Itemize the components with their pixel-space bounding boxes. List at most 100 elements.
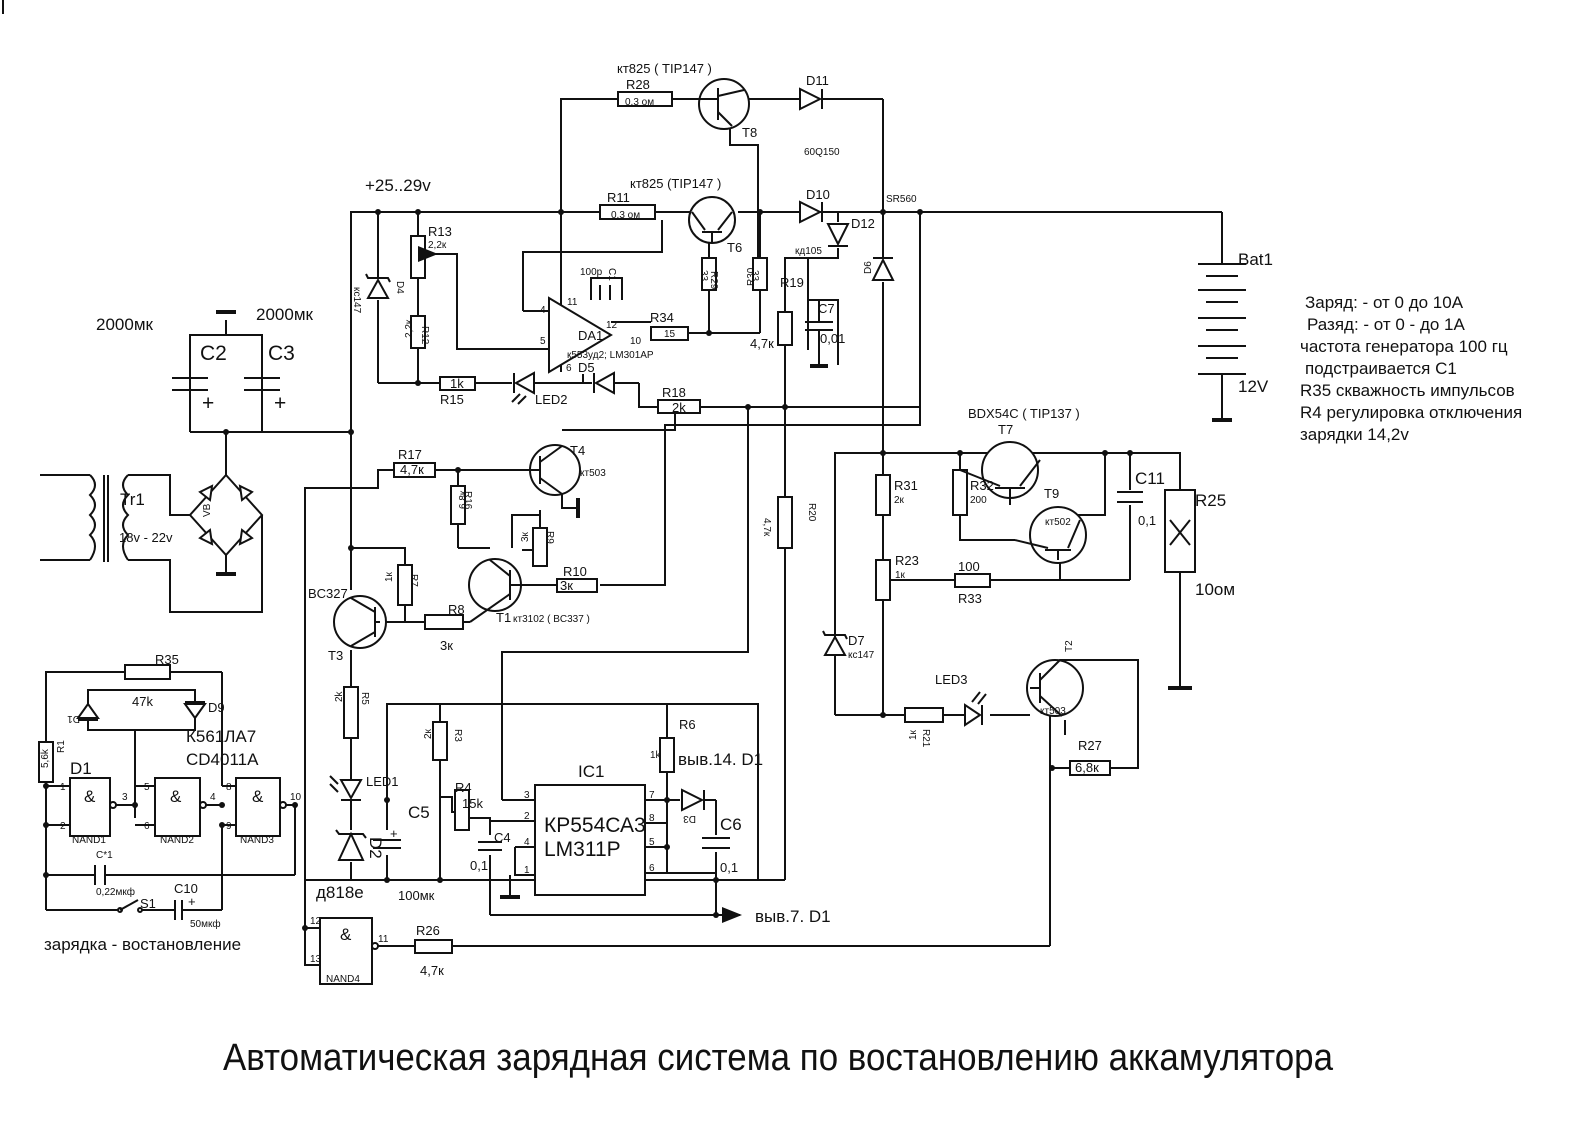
pin4: 4 bbox=[540, 305, 546, 316]
r6-label: R6 bbox=[679, 717, 696, 732]
c10-label: C10 bbox=[174, 881, 198, 896]
r15-resistor bbox=[439, 376, 476, 391]
r6-value: 1k bbox=[650, 750, 662, 761]
d1d-label: D1 bbox=[67, 713, 80, 724]
pin7-label: выв.7. D1 bbox=[755, 907, 831, 926]
bat-voltage: 12V bbox=[1238, 377, 1269, 396]
r35-resistor bbox=[124, 664, 171, 680]
r8-value: 3к bbox=[440, 638, 453, 653]
r27-resistor bbox=[1069, 760, 1111, 776]
gate-pin8: 8 bbox=[226, 782, 232, 793]
nand1-gate bbox=[69, 777, 111, 837]
s1-switch bbox=[117, 899, 143, 913]
c10-capacitor bbox=[174, 900, 183, 920]
r29-label: R29 bbox=[708, 271, 719, 290]
junction-dots bbox=[43, 209, 1133, 931]
d6-diode bbox=[871, 257, 895, 281]
d5-label: D5 bbox=[578, 360, 595, 375]
c4-capacitor bbox=[478, 841, 502, 851]
r16-value: 6,8к bbox=[458, 490, 469, 509]
nand1-amp: & bbox=[84, 787, 96, 806]
pin12: 12 bbox=[606, 320, 618, 331]
r27-label: R27 bbox=[1078, 738, 1102, 753]
t7-label: T7 bbox=[998, 422, 1013, 437]
r18-label: R18 bbox=[662, 385, 686, 400]
note-line-5: R35 скважность импульсов bbox=[1300, 381, 1515, 400]
transformer-tr1 bbox=[40, 474, 130, 562]
pin6: 6 bbox=[566, 363, 572, 374]
r34-value: 15 bbox=[664, 329, 676, 340]
nand4-amp: & bbox=[340, 925, 352, 944]
r23-value: 1к bbox=[895, 570, 906, 581]
nand3-bubble bbox=[279, 801, 287, 809]
r13-resistor bbox=[410, 235, 426, 279]
r31-resistor bbox=[875, 474, 891, 516]
r25-value: 10ом bbox=[1195, 580, 1235, 599]
r3-label: R3 bbox=[452, 729, 463, 742]
r4-label: R4 bbox=[455, 780, 472, 795]
r13-value: 2,2к bbox=[428, 240, 447, 251]
r30-resistor bbox=[752, 257, 768, 291]
r12-resistor bbox=[410, 315, 426, 349]
c5-value: 100мк bbox=[398, 888, 435, 903]
gate-pin11: 11 bbox=[378, 934, 389, 945]
d9-diode bbox=[183, 701, 207, 720]
t8-transistor bbox=[698, 78, 750, 130]
r7-resistor bbox=[397, 564, 413, 606]
chip-label-2: CD4011A bbox=[186, 750, 259, 769]
t4-label: T4 bbox=[570, 443, 585, 458]
r12-value: 2,2к bbox=[404, 319, 415, 338]
r23-label: R23 bbox=[895, 553, 919, 568]
c7-capacitor bbox=[805, 300, 833, 350]
d1-label: D1 bbox=[70, 759, 92, 778]
r18-value: 2k bbox=[672, 400, 686, 415]
c2-plus: + bbox=[202, 392, 214, 415]
r17-value: 4,7к bbox=[400, 462, 424, 477]
d10-type: SR560 bbox=[886, 194, 917, 205]
r15-value: 1k bbox=[450, 376, 464, 391]
d3-label: D3 bbox=[683, 813, 696, 824]
t9-transistor bbox=[1014, 506, 1087, 564]
r20-value: 4,7к bbox=[761, 518, 772, 537]
d7-label: D7 bbox=[848, 633, 865, 648]
r32-value: 200 bbox=[970, 495, 987, 506]
c5-capacitor bbox=[373, 839, 401, 849]
r4-resistor bbox=[454, 789, 470, 831]
r15-label: R15 bbox=[440, 392, 464, 407]
d6-label: D6 bbox=[863, 261, 874, 274]
vb-label: VB bbox=[202, 503, 213, 517]
ic1-label: IC1 bbox=[578, 762, 604, 781]
r29-value: 33 bbox=[698, 270, 709, 282]
r6-resistor bbox=[659, 737, 675, 773]
r1-resistor bbox=[38, 741, 54, 783]
d7-zener bbox=[822, 453, 848, 656]
d10-diode bbox=[799, 200, 834, 224]
c4-value: 0,1 bbox=[470, 858, 488, 873]
note-line-2: Разяд: - от 0 - до 1А bbox=[1307, 315, 1465, 334]
r11-label: R11 bbox=[607, 190, 630, 205]
c6-capacitor bbox=[702, 837, 730, 849]
t3-transistor bbox=[333, 595, 387, 649]
pin10: 10 bbox=[630, 336, 642, 347]
r20-resistor bbox=[777, 496, 793, 549]
d12-label: D12 bbox=[851, 216, 875, 231]
r9-label: R9 bbox=[544, 531, 555, 544]
nand2-gate bbox=[154, 777, 201, 837]
s1-label: S1 bbox=[140, 896, 156, 911]
d11-diode bbox=[799, 87, 834, 111]
labels-layer: кт825 ( TIP147 ) R28 0,3 ом T8 D11 60Q15… bbox=[40, 61, 1273, 985]
r10-resistor bbox=[556, 578, 598, 593]
d12-diode bbox=[826, 223, 850, 247]
t4-type: кт503 bbox=[580, 468, 606, 479]
nand2-amp: & bbox=[170, 787, 182, 806]
c1-label: C1 bbox=[606, 268, 617, 281]
d4-label: D4 bbox=[394, 281, 405, 294]
note-line-3: частота генератора 100 гц bbox=[1300, 337, 1508, 356]
c-star-capacitor bbox=[94, 865, 106, 885]
c3-label: C3 bbox=[268, 342, 295, 365]
r32-label: R32 bbox=[970, 478, 994, 493]
c6-label: C6 bbox=[720, 815, 742, 834]
r1-value: 5,6k bbox=[40, 748, 51, 768]
r34-resistor bbox=[650, 326, 689, 341]
